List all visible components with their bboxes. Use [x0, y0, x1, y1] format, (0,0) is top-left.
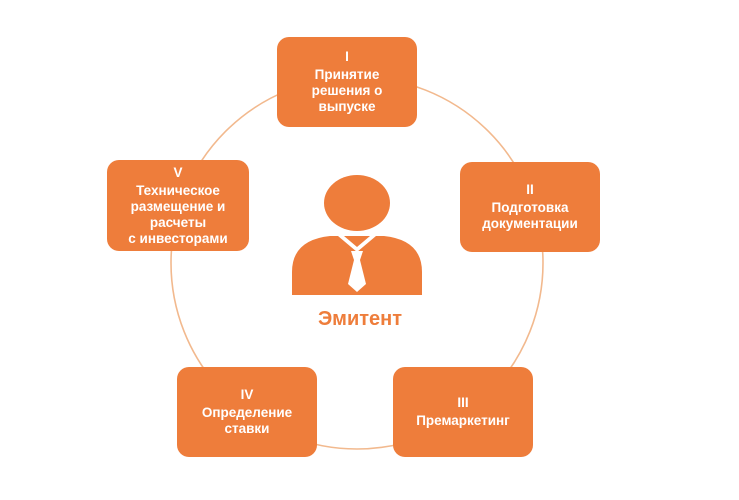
stage-number: IV: [240, 387, 254, 402]
stage-number: III: [457, 395, 469, 410]
stage-label: Техническое размещение и расчеты с инвес…: [128, 182, 228, 246]
stage-label: Подготовка документации: [482, 200, 578, 231]
stage-box-4: IV Определение ставки: [177, 367, 317, 457]
stage-box-3: III Премаркетинг: [393, 367, 533, 457]
stage-label: Определение ставки: [201, 405, 293, 436]
stage-number: V: [173, 164, 183, 180]
stage-box-2: II Подготовка документации: [460, 162, 600, 252]
stage-box-5: V Техническое размещение и расчеты с инв…: [107, 160, 249, 251]
stage-number: II: [526, 182, 534, 197]
center-label: Эмитент: [317, 308, 403, 330]
stage-label: Принятие решения о выпуске: [311, 67, 383, 114]
stage-number: I: [345, 49, 349, 64]
stage-label: Премаркетинг: [416, 413, 510, 428]
stage-box-1: I Принятие решения о выпуске: [277, 37, 417, 127]
person-icon: [292, 175, 422, 295]
